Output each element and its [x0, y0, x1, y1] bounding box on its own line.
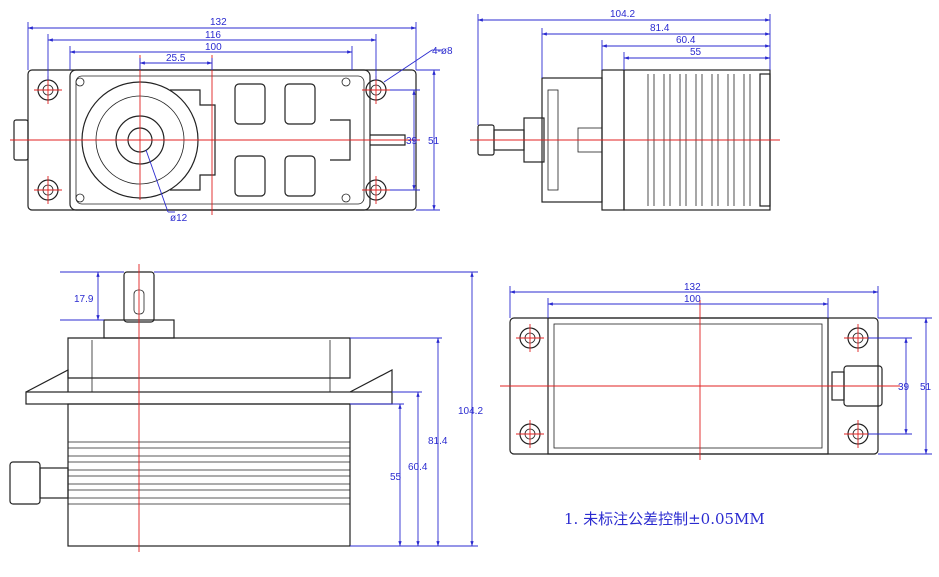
dim-100-b: 100 — [684, 294, 701, 305]
dim-60-4-v: 60.4 — [408, 462, 428, 473]
dim-104-2-v: 104.2 — [458, 406, 483, 417]
view-mounting-face: 132 116 100 25.5 4-ø8 39 51 — [10, 17, 453, 224]
dim-100: 100 — [205, 42, 222, 53]
dims-mounting-face: 132 116 100 25.5 4-ø8 39 51 — [27, 17, 453, 224]
view-front-elevation: 17.9 104.2 81.4 60.4 55 — [9, 264, 483, 552]
dim-60-4: 60.4 — [676, 35, 696, 46]
dim-d12: ø12 — [170, 213, 188, 224]
dim-25-5: 25.5 — [166, 53, 186, 64]
dim-hole: 4-ø8 — [432, 46, 453, 57]
view-bottom-plan: 132 100 39 51 — [500, 282, 932, 460]
dims-bottom-plan: 132 100 39 51 — [509, 282, 932, 455]
tolerance-note: 1. 未标注公差控制±0.05MM — [564, 510, 765, 528]
dim-116: 116 — [205, 30, 221, 41]
dim-55-v: 55 — [390, 472, 402, 483]
dims-front: 17.9 104.2 81.4 60.4 55 — [60, 271, 483, 547]
dim-132: 132 — [210, 17, 227, 28]
dim-39-b: 39 — [898, 382, 910, 393]
dim-132-b: 132 — [684, 282, 701, 293]
dims-side: 104.2 81.4 60.4 55 — [477, 9, 771, 125]
dim-81-4: 81.4 — [650, 23, 670, 34]
dim-39: 39 — [406, 136, 418, 147]
dim-51: 51 — [428, 136, 440, 147]
view-side: 104.2 81.4 60.4 55 — [470, 9, 780, 211]
dim-55: 55 — [690, 47, 702, 58]
dim-17-9: 17.9 — [74, 294, 94, 305]
dim-104-2: 104.2 — [610, 9, 635, 20]
front-fins — [68, 441, 350, 505]
dim-81-4-v: 81.4 — [428, 436, 448, 447]
dim-51-b: 51 — [920, 382, 932, 393]
